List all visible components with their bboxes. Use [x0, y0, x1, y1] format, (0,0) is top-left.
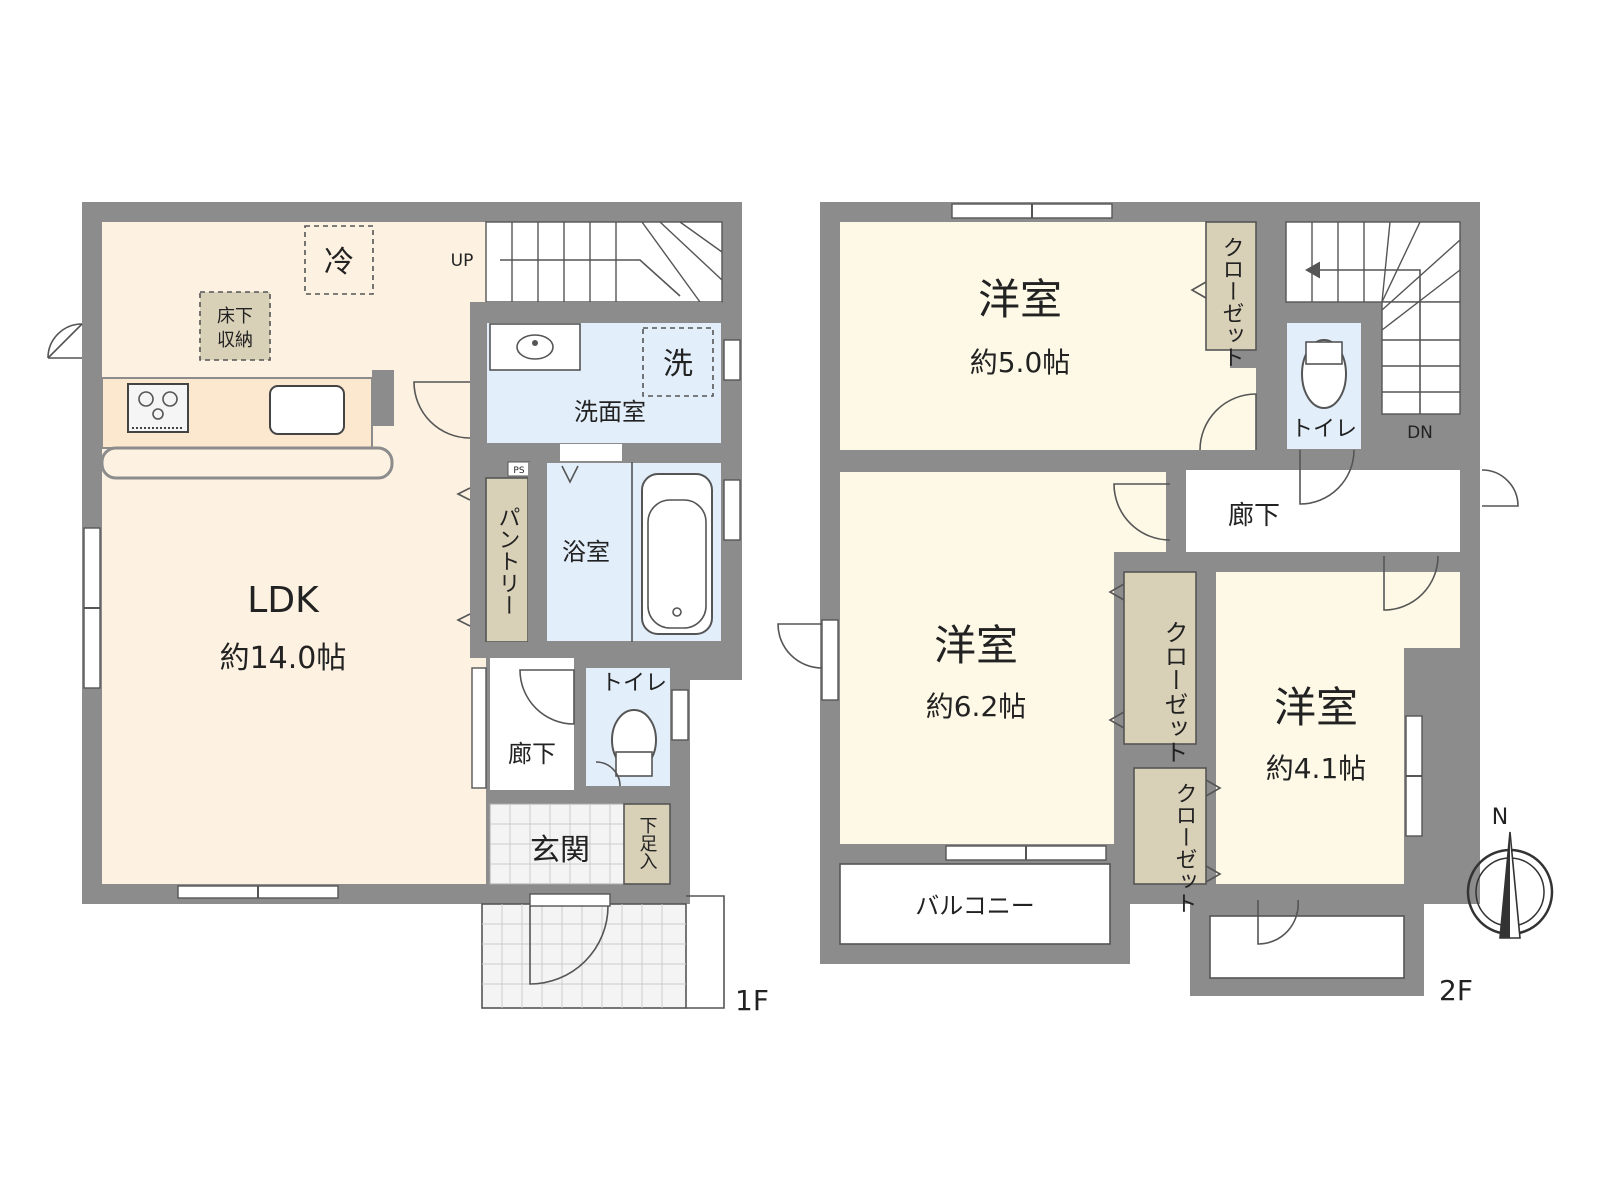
stove-icon [127, 383, 189, 433]
window-room-b-left [821, 619, 839, 701]
bath-door-gap [560, 444, 622, 462]
stairs-floor2-lower [1381, 301, 1461, 415]
hallway-floor2 [1186, 470, 1460, 552]
bathroom-label: 浴室 [562, 538, 610, 566]
room-a-size: 約5.0帖 [970, 346, 1071, 379]
shoe-storage-label: 下足入 [637, 816, 658, 870]
hallway-floor1 [490, 658, 574, 790]
fridge-label: 冷 [324, 245, 354, 280]
washbasin-icon [489, 323, 581, 371]
floor1-inner-wall [470, 302, 722, 318]
wall-toilet1 [574, 658, 586, 804]
window-toilet1 [671, 689, 689, 741]
shoe-storage [623, 803, 671, 885]
window-hallway1 [471, 667, 487, 789]
washroom-label: 洗面室 [574, 398, 646, 426]
hallway-door[interactable] [519, 669, 575, 725]
ps-label: PS [513, 466, 524, 476]
toilet2-door[interactable] [1299, 449, 1355, 505]
washer-label: 洗 [663, 347, 693, 382]
closet-b-label: クローゼット [1160, 620, 1188, 764]
stairs-arrow [500, 259, 681, 297]
stair-side-door[interactable] [1481, 469, 1519, 507]
room-b-name: 洋室 [934, 621, 1018, 670]
room-b-floor [840, 472, 1166, 844]
room-a-floor-ext [1230, 368, 1256, 450]
floor1-inner-wall-v [470, 302, 486, 642]
balcony-floor [839, 863, 1111, 945]
kitchen-sink-icon [269, 385, 345, 435]
stairs-down-label: DN [1407, 423, 1433, 443]
entrance-label: 玄関 [530, 833, 590, 868]
compass-icon: N [1466, 805, 1554, 939]
balcony2-floor [1209, 915, 1405, 979]
closet-a-label: クローゼット [1219, 236, 1244, 368]
room-b-door[interactable] [1113, 483, 1171, 541]
stairs-floor2 [1285, 221, 1461, 303]
room-c-door[interactable] [1383, 555, 1439, 611]
floor1-label: 1F [735, 984, 769, 1017]
room-a-door[interactable] [1199, 393, 1257, 451]
room-b-side-door[interactable] [777, 623, 823, 669]
balcony-door[interactable] [1257, 899, 1299, 945]
room-c-floor [1216, 572, 1460, 884]
window-washroom [723, 339, 741, 381]
side-door-1f[interactable] [47, 323, 83, 359]
floor-2: 洋室 約5.0帖 クローゼット DN トイレ 廊下 洋室 約6.2帖 [777, 202, 1519, 1007]
floor2-label: 2F [1439, 974, 1473, 1007]
underfloor-storage-label-2: 収納 [217, 330, 253, 351]
room-b-size: 約6.2帖 [926, 690, 1027, 723]
closet-b [1123, 571, 1197, 745]
ldk-room-size: 約14.0帖 [220, 641, 347, 676]
kitchen-wall [372, 370, 394, 426]
hallway1-label: 廊下 [508, 740, 556, 768]
ldk-room-name: LDK [247, 580, 320, 621]
closet-a [1205, 221, 1257, 351]
entrance-door[interactable] [529, 905, 609, 985]
stairs-up-label: UP [451, 251, 474, 271]
washroom-door[interactable] [413, 381, 471, 439]
pantry [485, 477, 529, 643]
closet-c [1133, 767, 1207, 885]
floor-1: 冷 床下 収納 LDK 約14.0帖 UP 洗 洗面室 PS [47, 202, 769, 1017]
washer-area [642, 327, 714, 397]
kitchen-island-edge [100, 446, 394, 480]
toilet1-door[interactable] [595, 761, 621, 787]
wall-pantry-bath [528, 462, 546, 642]
stairs-down-arrow [1310, 269, 1421, 414]
fridge-area [304, 225, 374, 295]
ldk-floor [102, 222, 486, 884]
pantry-label: パントリー [495, 506, 520, 616]
room-c-name: 洋室 [1274, 683, 1358, 732]
room-a-floor [840, 222, 1230, 450]
wall-lower [470, 642, 690, 658]
underfloor-storage-label-1: 床下 [217, 306, 253, 327]
room-a-name: 洋室 [978, 275, 1062, 324]
bathtub-icon [641, 473, 713, 635]
toilet1-label: トイレ [601, 671, 667, 696]
closet-c-label: クローゼット [1172, 782, 1197, 914]
compass-north-label: N [1492, 805, 1508, 830]
stairs-floor1 [485, 221, 723, 303]
underfloor-storage [199, 291, 271, 361]
toilet2-label: トイレ [1291, 417, 1357, 442]
room-c-size: 約4.1帖 [1266, 752, 1367, 785]
balcony-label: バルコニー [915, 892, 1035, 920]
porch [481, 903, 687, 1009]
hallway2-label: 廊下 [1228, 501, 1280, 531]
window-bath [723, 479, 741, 541]
